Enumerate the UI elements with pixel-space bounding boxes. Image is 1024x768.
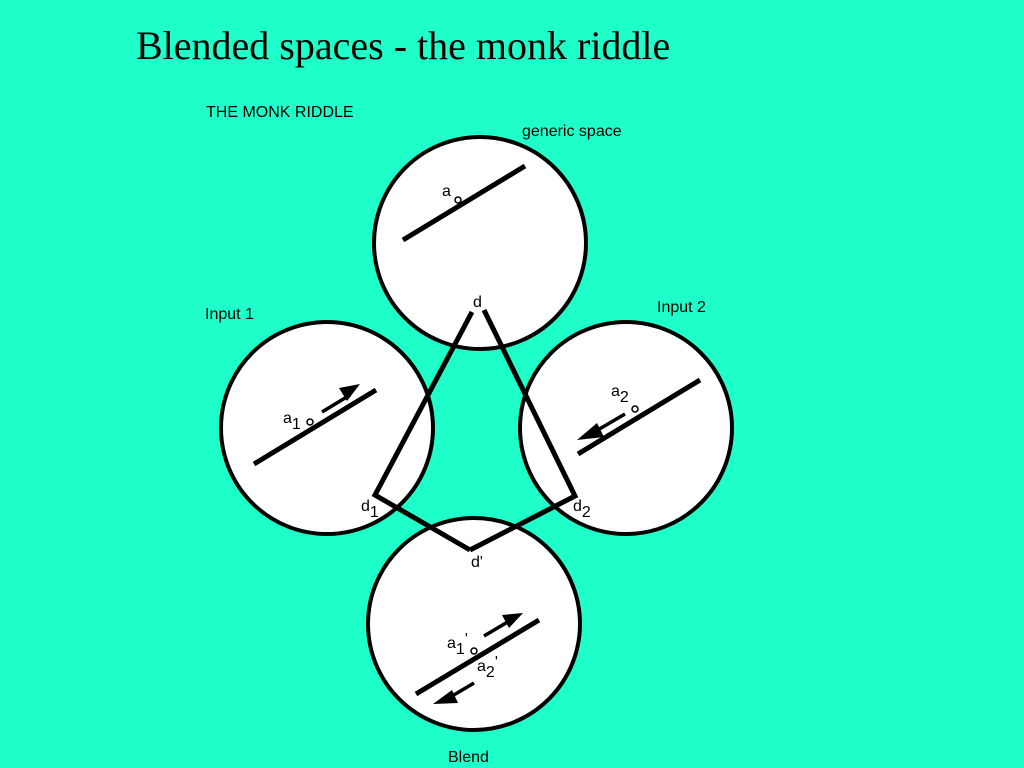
input1-circle <box>219 320 435 536</box>
input2-arrow-shaft <box>595 412 626 433</box>
d2-label: d2 <box>573 498 591 521</box>
d-prime-label: d' <box>471 554 483 571</box>
generic-path-line <box>401 163 527 243</box>
generic-space-label: generic space <box>522 123 622 140</box>
blend-path-line <box>414 617 541 697</box>
input1-monk-dot <box>306 418 314 426</box>
blend-label: Blend <box>448 749 489 766</box>
slide-title: Blended spaces - the monk riddle <box>136 23 671 68</box>
input1-path-line <box>252 387 378 467</box>
diagram-heading: THE MONK RIDDLE <box>206 104 354 121</box>
blend-a2-label: a2' <box>477 654 498 681</box>
blend-arrow2-head <box>433 690 458 704</box>
blend-monk-dot <box>470 647 478 655</box>
input2-path-line <box>576 377 702 457</box>
input2-a-label: a2 <box>611 383 629 406</box>
input2-monk-dot <box>631 405 639 413</box>
generic-d-label: d <box>473 294 482 311</box>
blend-a1-label: a1' <box>447 631 468 658</box>
input2-circle <box>518 320 734 536</box>
blend-arrow1-head <box>502 613 523 628</box>
input2-label: Input 2 <box>657 299 706 316</box>
generic-space-circle <box>372 135 588 351</box>
connector-d-d1 <box>371 310 475 553</box>
input1-arrow-head <box>339 384 360 401</box>
input1-label: Input 1 <box>205 306 254 323</box>
input2-arrow-head <box>577 423 604 440</box>
input1-a-label: a1 <box>283 410 301 433</box>
generic-a-label: a <box>442 183 451 200</box>
connector-d-d2 <box>468 308 579 553</box>
generic-monk-dot <box>454 196 462 204</box>
d1-label: d1 <box>361 498 379 521</box>
blend-circle <box>366 516 582 732</box>
